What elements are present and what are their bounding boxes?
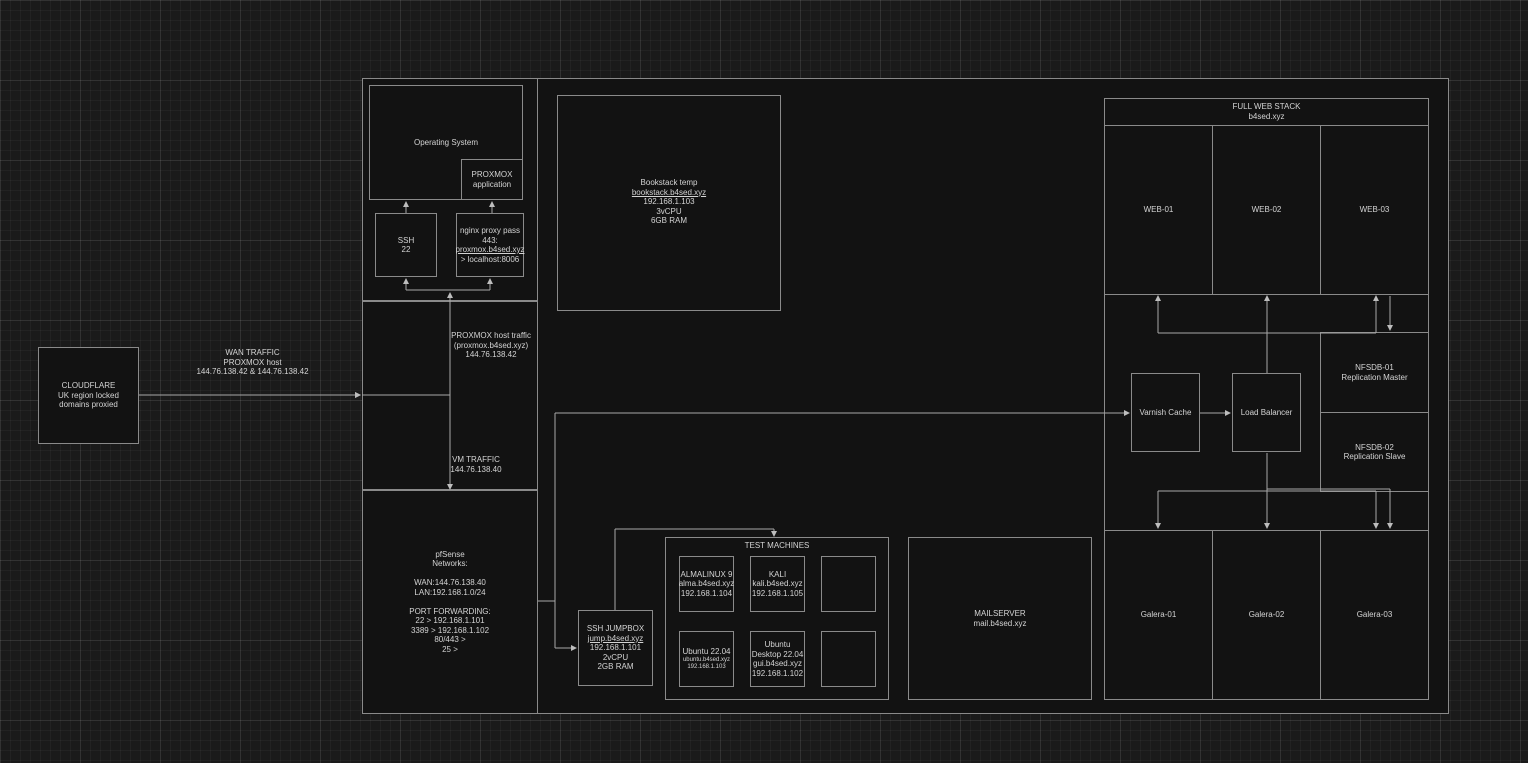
wan-traffic-label: WAN TRAFFIC PROXMOX host 144.76.138.42 &… [160,348,345,377]
proxmox-traffic-ip: 144.76.138.42 [465,350,517,359]
pfsense-rule-mail: 25 > [442,644,458,654]
web-stack-domain: b4sed.xyz [1248,111,1285,121]
vm-traffic-label: VM TRAFFIC 144.76.138.40 [440,455,512,474]
web-01-server[interactable]: WEB-01 [1104,125,1213,295]
web-02-server[interactable]: WEB-02 [1212,125,1321,295]
bookstack-title: Bookstack temp [640,178,698,187]
kali-title: KALI [768,569,787,579]
bookstack-box[interactable]: Bookstack temp bookstack.b4sed.xyz 192.1… [557,95,781,311]
bookstack-ip: 192.168.1.103 [643,197,695,206]
empty-vm-slot-1[interactable] [821,556,876,612]
wan-host: PROXMOX host [223,357,282,367]
ssh-box[interactable]: SSH 22 [375,213,437,277]
jumpbox-cpu: 2vCPU [602,652,629,662]
ubuntu-vm[interactable]: Ubuntu 22.04 ubuntu.b4sed.xyz 192.168.1.… [679,631,734,687]
galera-02-label: Galera-02 [1248,610,1285,620]
ubuntu-desktop-domain: gui.b4sed.xyz [753,659,802,668]
pfsense-rule-rdp: 3389 > 192.168.1.102 [410,625,490,635]
jumpbox-ram: 2GB RAM [597,662,634,672]
web-stack-title: FULL WEB STACK [1232,102,1301,111]
galera-01-label: Galera-01 [1140,610,1177,620]
os-label: Operating System [413,138,479,147]
nginx-title: nginx proxy pass [459,226,521,235]
jumpbox-domain-link[interactable]: jump.b4sed.xyz [587,633,644,643]
nginx-proxy-box[interactable]: nginx proxy pass 443: proxmox.b4sed.xyz … [456,213,524,277]
pfsense-lan: LAN:192.168.1.0/24 [414,587,486,597]
galera-03-node[interactable]: Galera-03 [1320,530,1429,700]
cloudflare-title: CLOUDFLARE [61,381,116,391]
ssh-jumpbox-box[interactable]: SSH JUMPBOX jump.b4sed.xyz 192.168.1.101… [578,610,653,686]
ubuntu-desktop-ip: 192.168.1.102 [751,668,804,678]
proxmox-app-title: PROXMOX [471,170,513,179]
jumpbox-title: SSH JUMPBOX [586,624,645,634]
proxmox-application[interactable]: PROXMOX application [461,159,523,200]
galera-01-node[interactable]: Galera-01 [1104,530,1213,700]
pfsense-networks: Networks: [432,559,468,569]
bookstack-ram: 6GB RAM [650,216,687,225]
nfsdb-01-master[interactable]: NFSDB-01 Replication Master [1320,332,1429,413]
pfsense-port-forwarding: PORT FORWARDING: [409,606,491,616]
web-02-label: WEB-02 [1251,205,1282,215]
proxmox-traffic-title: PROXMOX host traffic [451,331,531,340]
pfsense-rule-ssh: 22 > 192.168.1.101 [415,616,485,626]
wan-title: WAN TRAFFIC [225,348,280,357]
ssh-title: SSH [397,235,415,245]
varnish-cache[interactable]: Varnish Cache [1131,373,1200,452]
jumpbox-ip: 192.168.1.101 [589,643,642,653]
ubuntu-desktop-title: Ubuntu [764,640,791,649]
mailserver-box[interactable]: MAILSERVER mail.b4sed.xyz [908,537,1092,700]
vm-traffic-ip: 144.76.138.40 [450,464,502,474]
nginx-target: > localhost:8006 [460,254,520,264]
nginx-port: 443: [482,235,498,245]
cloudflare-node[interactable]: CLOUDFLARE UK region locked domains prox… [38,347,139,444]
load-balancer[interactable]: Load Balancer [1232,373,1301,452]
pfsense-rule-web: 80/443 > [434,635,466,645]
kali-vm[interactable]: KALI kali.b4sed.xyz 192.168.1.105 [750,556,805,612]
alma-ip: 192.168.1.104 [680,588,733,598]
alma-title: ALMALINUX 9 [680,569,733,579]
proxmox-app-sub: application [472,179,512,189]
mailserver-domain: mail.b4sed.xyz [973,618,1027,628]
ubuntu-title: Ubuntu 22.04 [682,647,731,657]
nfsdb-02-slave[interactable]: NFSDB-02 Replication Slave [1320,412,1429,492]
ubuntu-desktop-version: Desktop 22.04 [751,649,804,659]
galera-03-label: Galera-03 [1356,610,1393,620]
pfsense-box[interactable]: pfSense Networks: WAN:144.76.138.40 LAN:… [362,490,538,714]
ssh-port: 22 [401,245,411,254]
load-balancer-label: Load Balancer [1240,407,1293,417]
ubuntu-ip: 192.168.1.103 [687,663,726,670]
nginx-domain-link[interactable]: proxmox.b4sed.xyz [455,245,525,254]
ubuntu-domain: ubuntu.b4sed.xyz [682,656,731,663]
bookstack-cpu: 3vCPU [656,206,682,216]
kali-ip: 192.168.1.105 [751,588,804,598]
nfsdb-01-title: NFSDB-01 [1355,363,1394,372]
varnish-label: Varnish Cache [1139,407,1192,417]
empty-vm-slot-2[interactable] [821,631,876,687]
test-machines-title: TEST MACHINES [744,541,810,550]
pfsense-title: pfSense [435,549,465,559]
nfsdb-01-role: Replication Master [1341,372,1408,382]
kali-domain: kali.b4sed.xyz [752,579,803,589]
cloudflare-region: UK region locked [58,390,119,400]
nfsdb-02-role: Replication Slave [1343,452,1406,461]
web-03-label: WEB-03 [1359,205,1390,215]
wan-ips: 144.76.138.42 & 144.76.138.42 [196,367,309,376]
web-03-server[interactable]: WEB-03 [1320,125,1429,295]
web-01-label: WEB-01 [1143,205,1174,215]
nfsdb-02-title: NFSDB-02 [1355,442,1394,452]
mailserver-title: MAILSERVER [974,609,1026,618]
proxmox-traffic-label: PROXMOX host traffic (proxmox.b4sed.xyz)… [446,331,536,360]
bookstack-domain-link[interactable]: bookstack.b4sed.xyz [631,187,707,197]
pfsense-wan: WAN:144.76.138.40 [414,578,486,588]
almalinux-vm[interactable]: ALMALINUX 9 alma.b4sed.xyz 192.168.1.104 [679,556,734,612]
galera-02-node[interactable]: Galera-02 [1212,530,1321,700]
ubuntu-desktop-vm[interactable]: Ubuntu Desktop 22.04 gui.b4sed.xyz 192.1… [750,631,805,687]
vm-traffic-title: VM TRAFFIC [452,455,500,464]
alma-domain: alma.b4sed.xyz [678,579,735,589]
cloudflare-proxied: domains proxied [59,400,118,410]
proxmox-traffic-domain: (proxmox.b4sed.xyz) [453,340,529,350]
